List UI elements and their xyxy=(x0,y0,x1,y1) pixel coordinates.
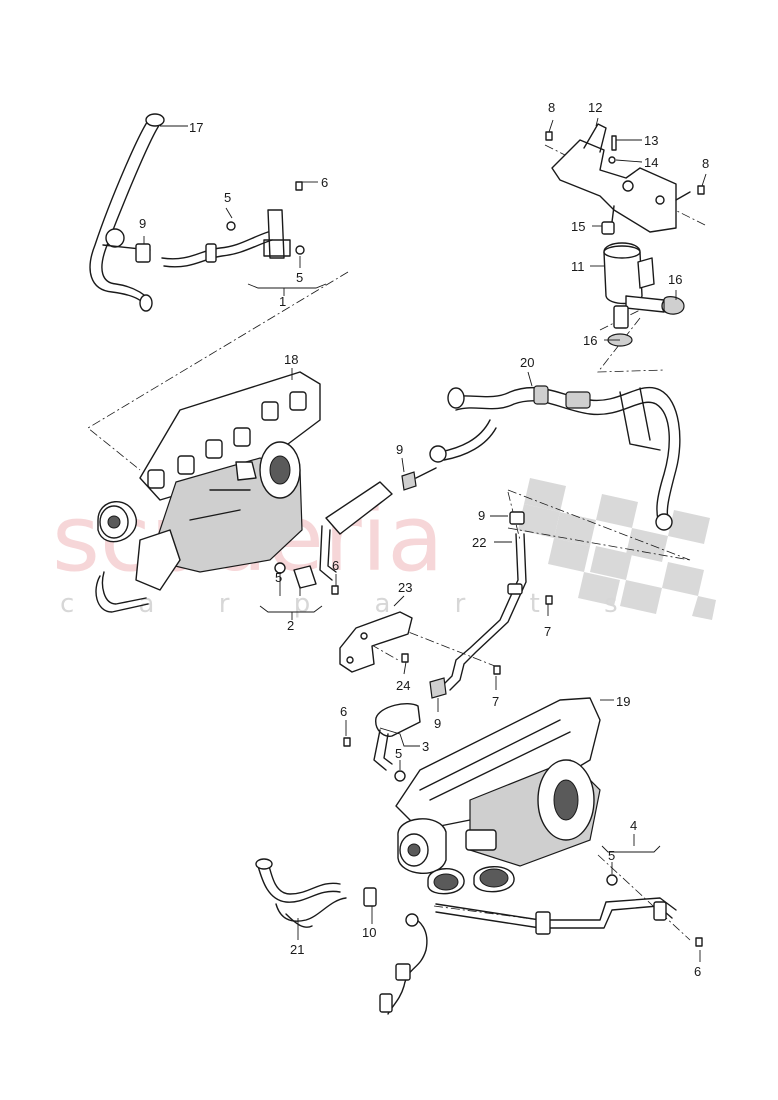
callout-5: 5 xyxy=(296,270,303,285)
callout-6: 6 xyxy=(332,558,339,573)
callout-22: 22 xyxy=(472,535,486,550)
part-3-oil-return-hose xyxy=(343,702,421,782)
callout-labels: 17 5 6 9 5 1 8 12 13 14 8 15 11 16 16 18… xyxy=(139,100,709,979)
callout-16: 16 xyxy=(668,272,682,287)
callout-6: 6 xyxy=(321,175,328,190)
callout-21: 21 xyxy=(290,942,304,957)
callout-9: 9 xyxy=(139,216,146,231)
callout-5: 5 xyxy=(275,570,282,585)
part-1-oil-supply-line xyxy=(135,181,305,268)
part-22-oil-feed-line xyxy=(429,511,553,699)
watermark-tagline: c a r p a r t s xyxy=(60,589,646,619)
part-18-exhaust-manifold-turbocharger xyxy=(95,371,321,613)
callout-9: 9 xyxy=(396,442,403,457)
callout-7: 7 xyxy=(544,624,551,639)
callout-11: 11 xyxy=(571,259,585,274)
callout-5: 5 xyxy=(395,746,402,761)
callout-6: 6 xyxy=(340,704,347,719)
callout-12: 12 xyxy=(588,100,602,115)
callout-5: 5 xyxy=(608,848,615,863)
callout-24: 24 xyxy=(396,678,410,693)
callout-6: 5 xyxy=(224,190,231,205)
callout-9: 9 xyxy=(434,716,441,731)
callout-4: 4 xyxy=(630,818,637,833)
part-4-coolant-line xyxy=(435,874,703,947)
leader-lines xyxy=(143,117,707,962)
wiring-harness-lambda-sensor xyxy=(379,913,428,1015)
callout-7: 7 xyxy=(492,694,499,709)
callout-2: 2 xyxy=(287,618,294,633)
callout-20: 20 xyxy=(520,355,534,370)
callout-3: 3 xyxy=(422,739,429,754)
callout-23: 23 xyxy=(398,580,412,595)
callout-6: 6 xyxy=(694,964,701,979)
part-17-coolant-hose xyxy=(89,113,165,312)
callout-9: 9 xyxy=(478,508,485,523)
callout-18: 18 xyxy=(284,352,298,367)
checkered-flag-graphic xyxy=(518,478,716,620)
part-11-electric-coolant-pump xyxy=(601,221,671,329)
part-10-sensor xyxy=(363,887,377,907)
callout-16: 16 xyxy=(583,333,597,348)
callout-17: 17 xyxy=(189,120,203,135)
callout-15: 15 xyxy=(571,219,585,234)
callout-8: 8 xyxy=(548,100,555,115)
callout-13: 13 xyxy=(644,133,658,148)
callout-10: 10 xyxy=(362,925,376,940)
part-oil-line-with-sleeve xyxy=(319,467,437,581)
callout-8: 8 xyxy=(702,156,709,171)
part-20-coolant-pipe-assembly xyxy=(429,385,681,531)
part-21-coolant-hose xyxy=(255,858,347,928)
callout-19: 19 xyxy=(616,694,630,709)
callout-14: 14 xyxy=(644,155,658,170)
callout-1: 1 xyxy=(279,294,286,309)
part-19-exhaust-manifold-turbocharger xyxy=(395,697,601,895)
part-12-mounting-bracket xyxy=(545,123,705,233)
part-23-holder-bracket xyxy=(339,611,413,673)
